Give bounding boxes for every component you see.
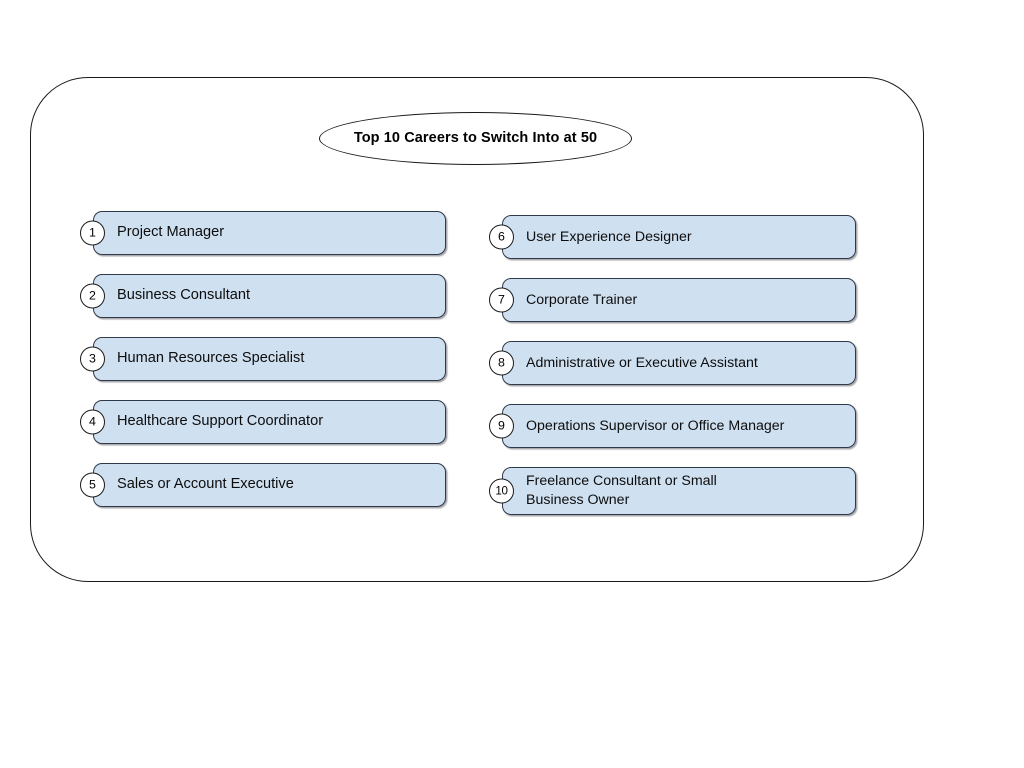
list-item[interactable]: Corporate Trainer 7 [489, 278, 856, 322]
career-box-2[interactable]: Business Consultant [93, 274, 446, 318]
career-box-4[interactable]: Healthcare Support Coordinator [93, 400, 446, 444]
careers-right-column: User Experience Designer 6 Corporate Tra… [489, 215, 856, 515]
careers-left-column: Project Manager 1 Business Consultant 2 … [80, 211, 446, 507]
career-box-5[interactable]: Sales or Account Executive [93, 463, 446, 507]
number-badge-7: 7 [489, 287, 514, 313]
number-badge-6-text: 6 [498, 229, 505, 244]
number-badge-4-text: 4 [89, 414, 96, 429]
number-badge-5-text: 5 [89, 477, 96, 492]
number-badge-3: 3 [80, 346, 105, 372]
title-ellipse: Top 10 Careers to Switch Into at 50 [319, 112, 632, 165]
number-badge-8-text: 8 [498, 355, 505, 370]
career-box-6[interactable]: User Experience Designer [502, 215, 856, 259]
list-item[interactable]: Human Resources Specialist 3 [80, 337, 446, 381]
list-item[interactable]: Administrative or Executive Assistant 8 [489, 341, 856, 385]
career-label-4: Healthcare Support Coordinator [117, 413, 324, 430]
career-label-10: Freelance Consultant or Small Business O… [526, 473, 717, 508]
number-badge-2-text: 2 [89, 288, 96, 303]
number-badge-9: 9 [489, 413, 514, 439]
career-label-8: Administrative or Executive Assistant [526, 354, 758, 371]
career-label-9: Operations Supervisor or Office Manager [526, 417, 785, 434]
career-label-7: Corporate Trainer [526, 291, 638, 308]
career-label-6: User Experience Designer [526, 228, 692, 245]
career-box-7[interactable]: Corporate Trainer [502, 278, 856, 322]
number-badge-8: 8 [489, 350, 514, 376]
career-box-9[interactable]: Operations Supervisor or Office Manager [502, 404, 856, 448]
career-box-8[interactable]: Administrative or Executive Assistant [502, 341, 856, 385]
number-badge-3-text: 3 [89, 351, 96, 366]
number-badge-1: 1 [80, 220, 105, 246]
list-item[interactable]: Operations Supervisor or Office Manager … [489, 404, 856, 448]
number-badge-10-text: 10 [495, 484, 508, 498]
career-label-2: Business Consultant [117, 287, 251, 304]
career-box-1[interactable]: Project Manager [93, 211, 446, 255]
list-item[interactable]: Sales or Account Executive 5 [80, 463, 446, 507]
number-badge-4: 4 [80, 409, 105, 435]
number-badge-5: 5 [80, 472, 105, 498]
number-badge-9-text: 9 [498, 418, 505, 433]
career-label-5: Sales or Account Executive [117, 476, 294, 493]
career-label-3: Human Resources Specialist [117, 350, 305, 367]
number-badge-1-text: 1 [89, 225, 96, 240]
number-badge-7-text: 7 [498, 292, 505, 307]
list-item[interactable]: Freelance Consultant or Small Business O… [489, 467, 856, 515]
number-badge-10: 10 [489, 478, 514, 504]
number-badge-2: 2 [80, 283, 105, 309]
career-label-1: Project Manager [117, 224, 225, 241]
list-item[interactable]: Project Manager 1 [80, 211, 446, 255]
career-box-10[interactable]: Freelance Consultant or Small Business O… [502, 467, 856, 515]
list-item[interactable]: Healthcare Support Coordinator 4 [80, 400, 446, 444]
list-item[interactable]: User Experience Designer 6 [489, 215, 856, 259]
career-box-3[interactable]: Human Resources Specialist [93, 337, 446, 381]
number-badge-6: 6 [489, 224, 514, 250]
page-title: Top 10 Careers to Switch Into at 50 [353, 129, 598, 146]
list-item[interactable]: Business Consultant 2 [80, 274, 446, 318]
